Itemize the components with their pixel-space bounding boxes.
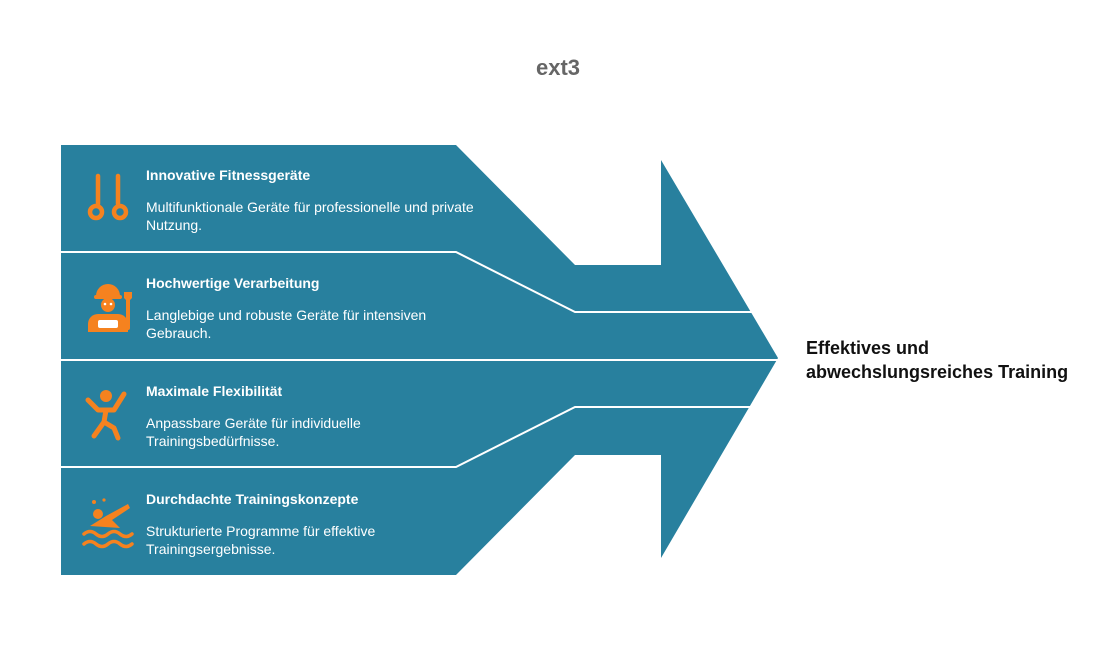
item-4: Durchdachte Trainingskonzepte Strukturie…: [146, 490, 476, 558]
stretching-person-icon: [85, 390, 127, 441]
band-3: [61, 360, 575, 467]
item-title: Hochwertige Verarbeitung: [146, 275, 320, 291]
item-title: Durchdachte Trainingskonzepte: [146, 491, 359, 507]
item-title: Maximale Flexibilität: [146, 383, 283, 399]
result-label: Effektives und abwechslungsreiches Train…: [806, 338, 1069, 382]
separator-1: [61, 251, 752, 313]
worker-with-wrench-icon: [88, 284, 132, 332]
gymnastic-rings-icon: [87, 173, 129, 221]
band-4: [61, 407, 575, 575]
item-description: Strukturierte Programme für effektive Tr…: [146, 523, 376, 557]
item-2: Hochwertige Verarbeitung Langlebige und …: [146, 274, 476, 342]
band-1: [61, 145, 575, 312]
item-description: Langlebige und robuste Geräte für intens…: [146, 307, 427, 341]
item-description: Multifunktionale Geräte für professionel…: [146, 199, 474, 233]
item-1: Innovative Fitnessgeräte Multifunktional…: [146, 166, 476, 234]
diagram-title: ext3: [535, 55, 581, 80]
separator-3: [61, 406, 752, 468]
item-title: Innovative Fitnessgeräte: [146, 167, 311, 183]
band-2: [61, 252, 575, 360]
item-3: Maximale Flexibilität Anpassbare Geräte …: [146, 382, 476, 450]
swimmer-icon: [82, 498, 134, 549]
item-description: Anpassbare Geräte für individuelle Train…: [146, 415, 361, 449]
